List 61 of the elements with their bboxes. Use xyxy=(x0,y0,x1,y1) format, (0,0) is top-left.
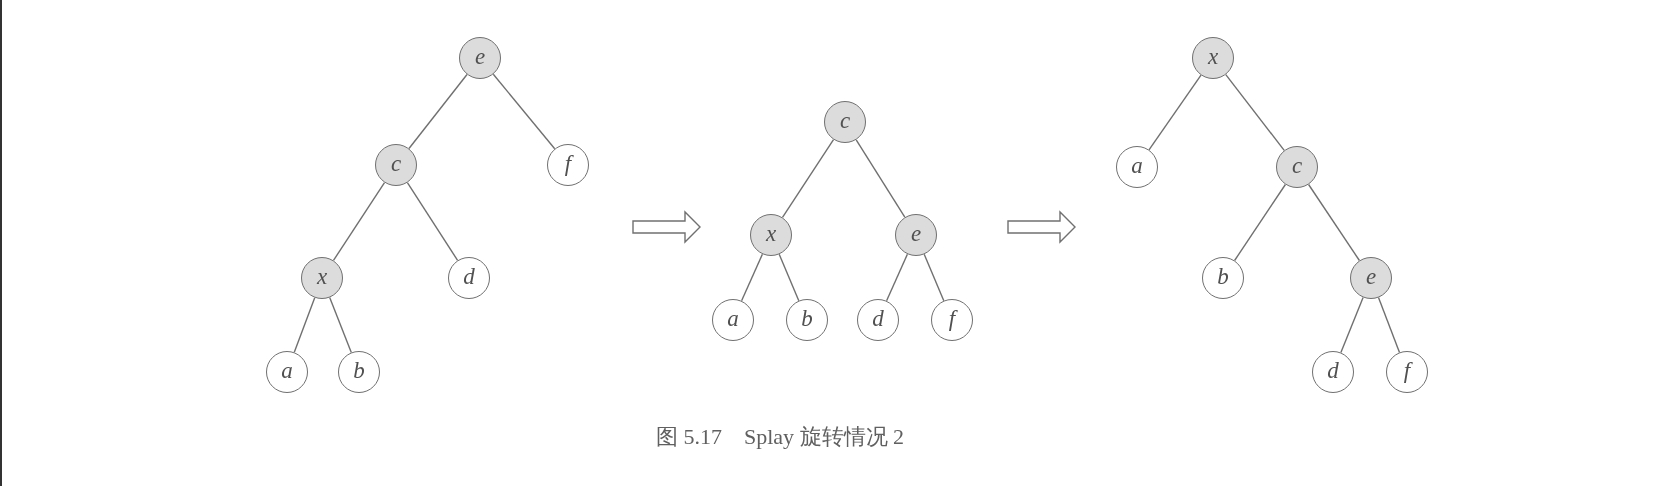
tree-node xyxy=(1386,351,1428,393)
node-letter: d xyxy=(1327,359,1339,382)
tree-node xyxy=(895,214,937,256)
tree-node xyxy=(338,351,380,393)
tree-edge xyxy=(329,296,352,354)
figure-caption: 图 5.17 Splay 旋转情况 2 xyxy=(656,424,905,451)
tree-edge xyxy=(885,253,909,302)
tree-node xyxy=(547,144,589,186)
tree-edge xyxy=(855,139,906,218)
tree-node xyxy=(1312,351,1354,393)
node-letter: c xyxy=(1291,154,1303,177)
node-letter: f xyxy=(948,307,956,330)
tree-edge xyxy=(781,138,835,219)
node-letter: e xyxy=(1365,265,1377,288)
node-letter: e xyxy=(910,222,922,245)
tree-edge xyxy=(1148,74,1202,151)
node-letter: a xyxy=(281,359,293,382)
tree-node xyxy=(1276,146,1318,188)
tree-node xyxy=(375,144,417,186)
tree-node xyxy=(459,37,501,79)
tree-edge xyxy=(332,181,386,262)
node-letter: a xyxy=(727,307,739,330)
node-letter: f xyxy=(1403,359,1411,382)
tree-edge xyxy=(1377,296,1401,354)
tree-edge xyxy=(1340,296,1364,354)
node-letter: b xyxy=(1217,265,1229,288)
tree-node xyxy=(301,257,343,299)
node-letter: f xyxy=(564,152,572,175)
tree-edge xyxy=(492,73,556,150)
node-letter: b xyxy=(801,307,813,330)
node-letter: x xyxy=(765,222,777,245)
tree-node xyxy=(786,299,828,341)
tree-edge xyxy=(408,73,468,150)
node-letter: e xyxy=(474,45,486,68)
tree-node xyxy=(1116,146,1158,188)
tree-node xyxy=(931,299,973,341)
node-letter: b xyxy=(353,359,365,382)
node-letter: d xyxy=(872,307,884,330)
node-letter: c xyxy=(839,109,851,132)
tree-edge xyxy=(293,297,316,353)
tree-edge xyxy=(778,253,800,302)
tree-node xyxy=(824,101,866,143)
tree-node xyxy=(266,351,308,393)
tree-edge xyxy=(1307,183,1361,262)
node-letter: c xyxy=(390,152,402,175)
node-letter: x xyxy=(1207,45,1219,68)
tree-node xyxy=(750,214,792,256)
node-letter: a xyxy=(1131,154,1143,177)
tree-edge xyxy=(406,181,459,262)
tree-edge xyxy=(1233,183,1287,262)
tree-edge xyxy=(1225,73,1285,152)
node-letter: d xyxy=(463,265,475,288)
tree-node xyxy=(712,299,754,341)
tree-node xyxy=(1350,257,1392,299)
tree-node xyxy=(448,257,490,299)
tree-edge xyxy=(740,253,764,302)
tree-node xyxy=(1202,257,1244,299)
tree-node xyxy=(857,299,899,341)
tree-edge xyxy=(923,253,945,302)
tree-node xyxy=(1192,37,1234,79)
node-letter: x xyxy=(316,265,328,288)
